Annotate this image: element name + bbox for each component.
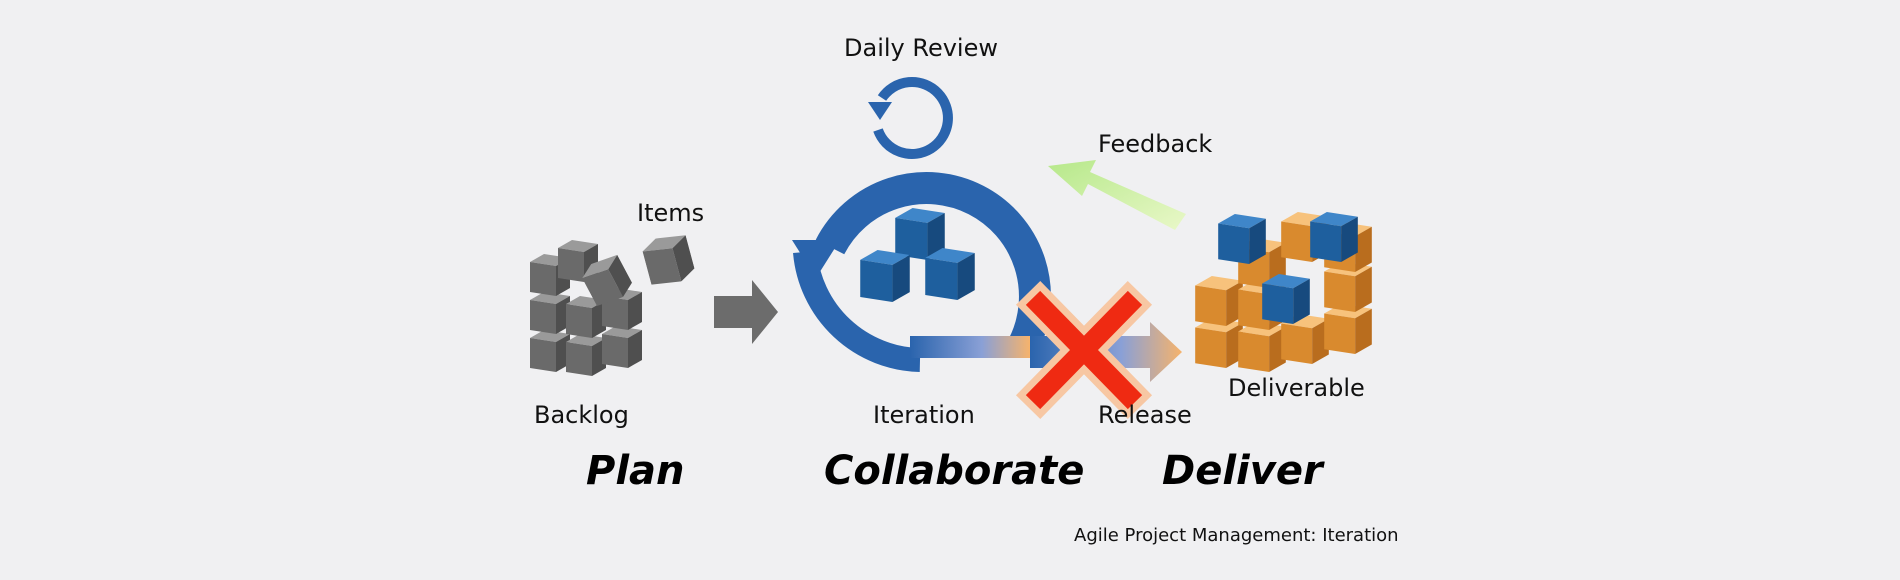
feedback-arrow-icon bbox=[1048, 160, 1186, 230]
deliverable-cubes-icon bbox=[1195, 212, 1372, 372]
diagram-caption: Agile Project Management: Iteration bbox=[1074, 525, 1399, 546]
release-label: Release bbox=[1098, 401, 1192, 429]
iteration-label: Iteration bbox=[873, 401, 975, 429]
iteration-cubes-icon bbox=[860, 208, 975, 302]
items-cube-icon bbox=[640, 230, 697, 290]
plan-arrow-icon bbox=[714, 280, 778, 344]
daily-review-loop-icon bbox=[868, 77, 953, 159]
collaborate-phase-title: Collaborate bbox=[824, 448, 1085, 494]
backlog-cubes-icon bbox=[530, 240, 642, 376]
daily-review-label: Daily Review bbox=[844, 34, 998, 62]
plan-phase-title: Plan bbox=[586, 448, 685, 494]
blocked-x-icon bbox=[1015, 280, 1153, 420]
deliverable-label: Deliverable bbox=[1228, 374, 1365, 402]
feedback-label: Feedback bbox=[1098, 130, 1213, 158]
deliver-phase-title: Deliver bbox=[1162, 448, 1323, 494]
backlog-label: Backlog bbox=[534, 401, 629, 429]
items-label: Items bbox=[637, 199, 705, 227]
